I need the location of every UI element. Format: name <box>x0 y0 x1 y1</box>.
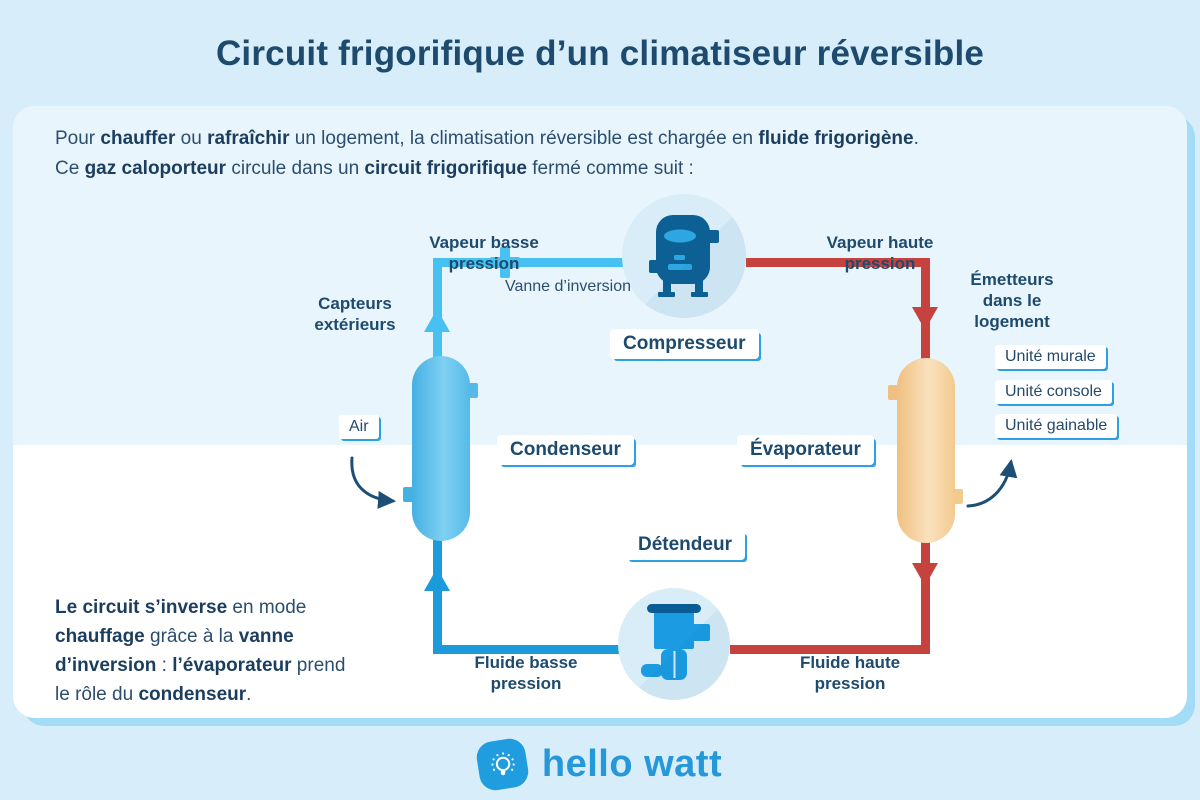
expansion-valve-label: Détendeur <box>625 530 745 560</box>
condenser-label: Condenseur <box>497 435 634 465</box>
label-vapor-low: Vapeur basse pression <box>429 233 539 273</box>
intro-paragraph: Pour chauffer ou rafraîchir un logement,… <box>55 124 1155 184</box>
pipe-fluid-low-vertical <box>433 531 442 654</box>
label-inversion-valve: Vanne d’inversion <box>504 278 631 295</box>
logo-text: hello watt <box>541 742 723 785</box>
label-emitters: Émetteurs dans le logement <box>970 270 1054 331</box>
label-vapor-high: Vapeur haute pression <box>826 233 934 273</box>
lightbulb-icon <box>490 751 515 775</box>
condenser-nozzle-bottom <box>403 487 413 502</box>
label-fluid-low: Fluide basse pression <box>474 653 578 693</box>
evaporator-tank <box>897 358 955 543</box>
pipe-vapor-low-vertical <box>433 258 442 358</box>
diagram-card: Pour chauffer ou rafraîchir un logement,… <box>13 106 1187 718</box>
air-label: Air <box>339 415 379 439</box>
unit-wall-label: Unité murale <box>995 345 1106 369</box>
air-flow-arrow <box>350 456 396 509</box>
expansion-valve-icon <box>641 604 710 680</box>
page-title: Circuit frigorifique d’un climatiseur ré… <box>215 34 985 73</box>
condenser-tank <box>412 356 470 541</box>
label-exterior-sensors: Capteurs extérieurs <box>314 294 396 334</box>
flow-arrow-down-right-top <box>912 307 938 330</box>
pipe-fluid-high-horizontal <box>730 645 930 654</box>
compressor-label: Compresseur <box>610 329 759 359</box>
intro-line-1: Pour chauffer ou rafraîchir un logement,… <box>55 128 919 149</box>
pipe-vapor-low-horizontal <box>433 258 625 267</box>
compressor-tank-icon <box>649 215 719 297</box>
label-fluid-high: Fluide haute pression <box>799 653 901 693</box>
compressor-node <box>622 194 746 318</box>
brand-logo: hello watt <box>0 734 1200 794</box>
flow-arrow-up-left-bottom <box>424 568 450 591</box>
intro-line-2: Ce gaz caloporteur circule dans un circu… <box>55 158 694 179</box>
emitter-flow-arrow <box>966 459 1018 508</box>
flow-arrow-up-left-top <box>424 309 450 332</box>
pipe-vapor-high-horizontal <box>746 258 930 267</box>
flow-arrow-down-right-bottom <box>912 563 938 586</box>
logo-badge <box>474 735 531 793</box>
reversal-note: Le circuit s’inverse en mode chauffage g… <box>55 597 346 705</box>
unit-console-label: Unité console <box>995 380 1112 404</box>
evaporator-nozzle-bottom <box>953 489 963 504</box>
expansion-valve-node <box>618 588 730 700</box>
card-top-tint <box>13 106 1187 445</box>
pipe-fluid-high-vertical <box>921 538 930 654</box>
evaporator-label: Évaporateur <box>737 435 874 465</box>
pipe-fluid-low-horizontal <box>433 645 623 654</box>
condenser-nozzle-top <box>468 383 478 398</box>
inversion-valve-marker-h <box>490 257 520 268</box>
unit-ductable-label: Unité gainable <box>995 414 1118 438</box>
evaporator-nozzle-top <box>888 385 898 400</box>
